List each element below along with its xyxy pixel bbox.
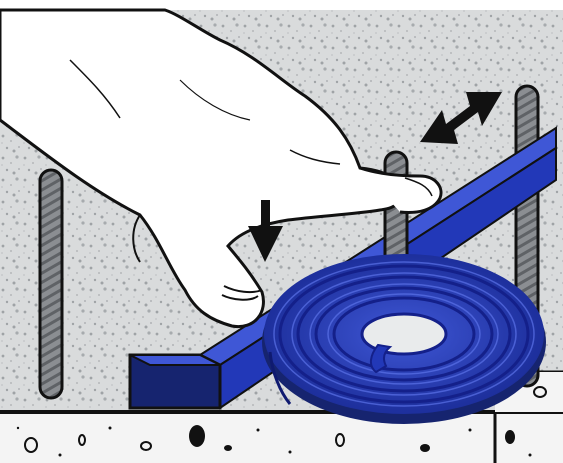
waterstop-coil-icon [262, 254, 546, 424]
rebar-icon [40, 170, 62, 398]
